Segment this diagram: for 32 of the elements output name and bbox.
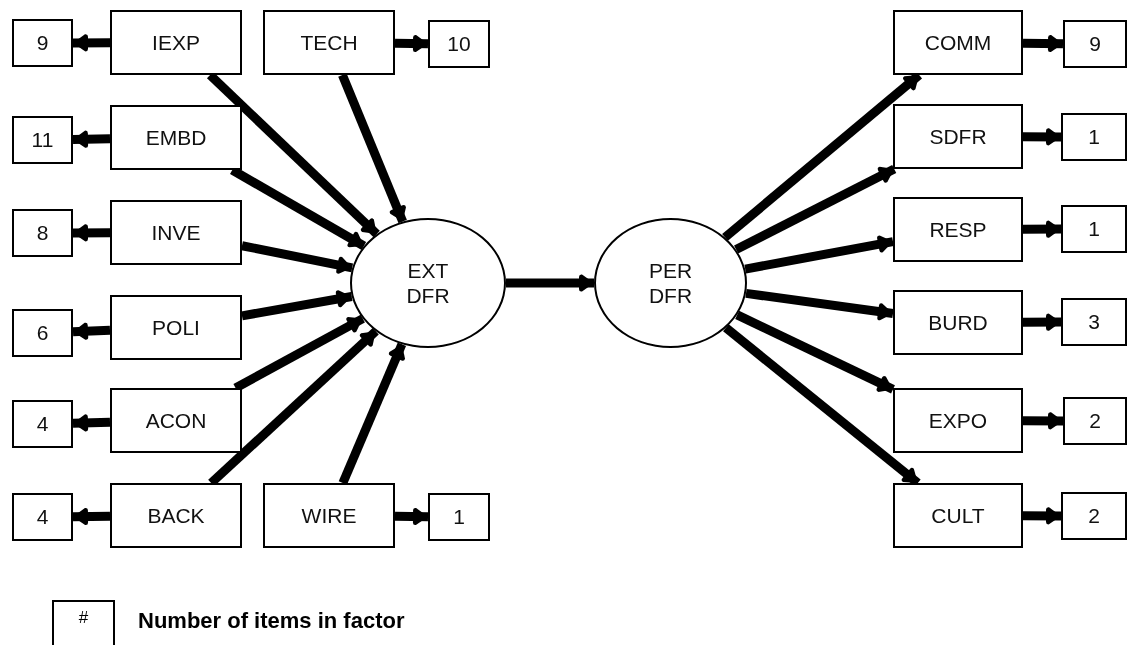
item-count-box: 10 xyxy=(428,20,490,68)
item-count-box: 4 xyxy=(12,400,73,448)
legend-text: Number of items in factor xyxy=(138,608,405,634)
item-count-box: 8 xyxy=(12,209,73,257)
factor-box: POLI xyxy=(110,295,242,360)
factor-box: TECH xyxy=(263,10,395,75)
factor-box: BACK xyxy=(110,483,242,548)
factor-box: EXPO xyxy=(893,388,1023,453)
legend-sample-box: # xyxy=(52,600,115,645)
construct-ellipse: EXT DFR xyxy=(350,218,506,348)
item-count-box: 1 xyxy=(1061,113,1127,161)
factor-box: EMBD xyxy=(110,105,242,170)
factor-box: ACON xyxy=(110,388,242,453)
factor-box: CULT xyxy=(893,483,1023,548)
item-count-box: 11 xyxy=(12,116,73,164)
factor-box: BURD xyxy=(893,290,1023,355)
item-count-box: 1 xyxy=(1061,205,1127,253)
construct-ellipse: PER DFR xyxy=(594,218,747,348)
item-count-box: 4 xyxy=(12,493,73,541)
item-count-box: 9 xyxy=(12,19,73,67)
factor-box: INVE xyxy=(110,200,242,265)
factor-box: SDFR xyxy=(893,104,1023,169)
item-count-box: 2 xyxy=(1063,397,1127,445)
factor-box: RESP xyxy=(893,197,1023,262)
factor-box: COMM xyxy=(893,10,1023,75)
item-count-box: 3 xyxy=(1061,298,1127,346)
item-count-box: 9 xyxy=(1063,20,1127,68)
factor-box: IEXP xyxy=(110,10,242,75)
item-count-box: 6 xyxy=(12,309,73,357)
factor-box: WIRE xyxy=(263,483,395,548)
item-count-box: 2 xyxy=(1061,492,1127,540)
item-count-box: 1 xyxy=(428,493,490,541)
